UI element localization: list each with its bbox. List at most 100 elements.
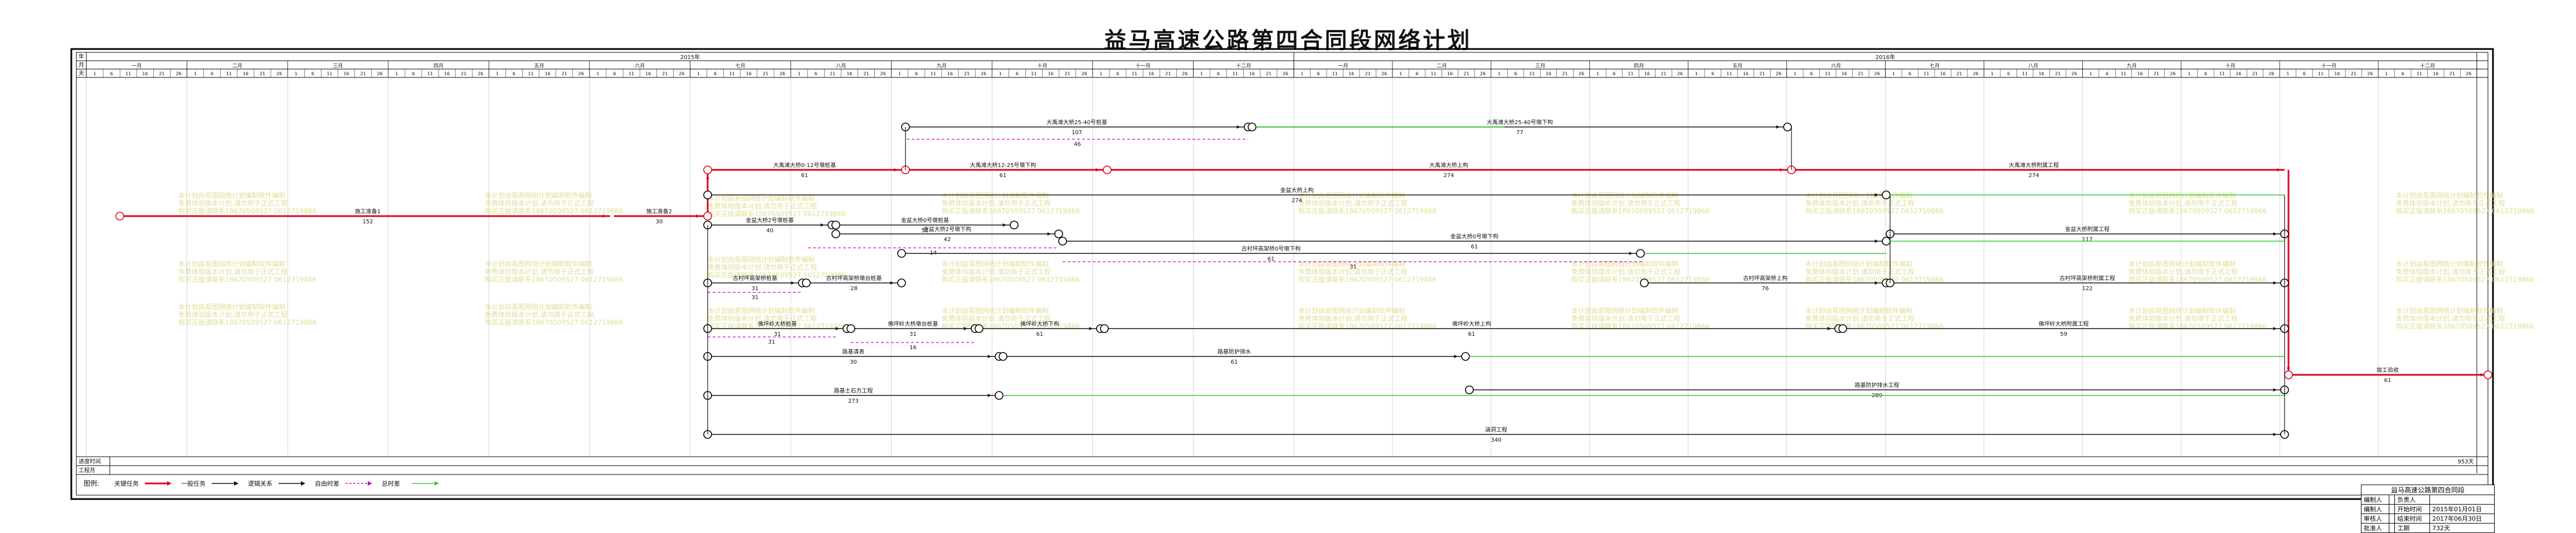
day-label: 26 (1182, 71, 1187, 76)
day-label: 16 (746, 71, 752, 76)
month-label: 八月 (2028, 63, 2038, 69)
day-label: 26 (478, 71, 483, 76)
event-node (703, 190, 712, 199)
month-label: 十月 (1038, 62, 1048, 69)
watermark-text: 免费体验版本计划,请勿用于正式工程 (485, 267, 594, 276)
event-node (995, 391, 1004, 400)
legend-item-label: 逻辑关系 (248, 480, 272, 487)
watermark-text: 购买正版请联系18670509527 0612719866 (2396, 275, 2534, 283)
activity-duration: 31 (752, 286, 759, 292)
activity-name: 古村坪高架桥0号墩下构 (1241, 245, 1301, 252)
event-node (975, 324, 983, 333)
day-label: 11 (1332, 71, 1338, 76)
watermark-text: 购买正版请联系18670509527 0612719866 (942, 275, 1080, 283)
legend-arrow (167, 481, 172, 486)
day-label: 21 (1165, 71, 1171, 76)
event-node (2284, 370, 2293, 379)
tb-val: 732天 (2429, 523, 2495, 533)
arrow-head (1874, 193, 1878, 197)
day-label: 11 (729, 71, 735, 76)
tb-key: 负责人 (2394, 495, 2431, 505)
watermark-text: 本计划由易图网络计划编制软件编制 (178, 302, 285, 311)
end-day: 953天 (2457, 459, 2473, 465)
month-label: 九月 (2127, 63, 2137, 69)
legend-arrow (435, 481, 439, 486)
day-label: 6 (2106, 71, 2108, 76)
day-label: 6 (2303, 71, 2306, 76)
day-label: 26 (679, 71, 684, 76)
watermark-text: 购买正版请联系18670509527 0612719866 (2396, 207, 2534, 215)
free-float-value: 31 (768, 339, 776, 345)
day-label: 1 (898, 71, 901, 76)
watermark-text: 购买正版请联系18670509527 0612719866 (178, 207, 316, 215)
watermark-text: 本计划由易图网络计划编制软件编制 (708, 306, 815, 315)
legend-arrow (368, 481, 372, 486)
month-label: 一月 (132, 63, 142, 69)
activity-name: 古村坪高架桥墩台桩基 (826, 275, 882, 282)
watermark-text: 购买正版请联系18670509527 0612719866 (485, 318, 623, 326)
month-label: 六月 (1831, 62, 1841, 69)
activity-name: 佛坪岭大桥桩基 (758, 320, 797, 327)
year-label: 2016年 (1876, 53, 1895, 61)
day-label: 11 (629, 71, 634, 76)
day-label: 1 (1596, 71, 1599, 76)
event-node (846, 324, 855, 333)
day-label: 1 (1200, 71, 1203, 76)
month-label: 一月 (1338, 63, 1348, 69)
free-float-value: 16 (909, 345, 917, 351)
month-label: 七月 (736, 63, 746, 69)
day-label: 11 (1628, 71, 1633, 76)
month-label: 五月 (1732, 63, 1742, 69)
day-label: 1 (798, 71, 801, 76)
arrow-head (894, 168, 898, 172)
day-label: 16 (1743, 71, 1749, 76)
event-node (1882, 237, 1891, 246)
day-label: 21 (964, 71, 970, 76)
day-label: 1 (1099, 71, 1102, 76)
arrow-head (2273, 281, 2277, 285)
activity-duration: 52 (922, 228, 929, 234)
day-label: 26 (2466, 71, 2471, 76)
day-label: 1 (194, 71, 197, 76)
watermark-text: 本计划由易图网络计划编制软件编制 (708, 194, 815, 202)
day-label: 16 (1348, 71, 1354, 76)
event-node (802, 278, 811, 287)
watermark-text: 购买正版请联系18670509527 0612719866 (1571, 322, 1710, 330)
activity-duration: 30 (656, 219, 663, 225)
day-label: 16 (1148, 71, 1154, 76)
activity-name: 路基防护排水工程 (1855, 382, 1900, 389)
day-label: 21 (1065, 71, 1070, 76)
day-label: 6 (513, 71, 515, 76)
header-row-label: 年 (79, 53, 84, 60)
day-label: 1 (1991, 71, 1994, 76)
day-label: 11 (528, 71, 533, 76)
activity-name: 佛坪岭大桥墩台桩基 (888, 320, 938, 327)
tb-key: 工期 (2394, 523, 2431, 533)
month-label: 九月 (937, 63, 947, 69)
watermark-text: 免费体验版本计划,请勿用于正式工程 (178, 267, 288, 276)
activity-name: 施工准备1 (355, 208, 381, 215)
day-label: 21 (1858, 71, 1863, 76)
activity-duration: 76 (1762, 286, 1769, 292)
activity-duration: 42 (944, 237, 951, 243)
arrow-head (1047, 232, 1051, 236)
activity-duration: 61 (801, 173, 809, 179)
day-label: 6 (1016, 71, 1019, 76)
arrow-head (1002, 223, 1006, 227)
day-label: 1 (697, 71, 700, 76)
watermark-text: 购买正版请联系18670509527 0612719866 (2129, 322, 2267, 330)
day-label: 11 (125, 71, 131, 76)
watermark-text: 免费体验版本计划,请勿用于正式工程 (942, 199, 1051, 207)
event-node (703, 165, 712, 174)
tb-val: 2015年01月01日 (2429, 504, 2495, 514)
day-label: 1 (1399, 71, 1402, 76)
free-float-value: 31 (752, 295, 759, 301)
day-label: 1 (94, 71, 96, 76)
activity-duration: 31 (909, 331, 917, 338)
day-label: 1 (1794, 71, 1796, 76)
day-label: 6 (211, 71, 213, 76)
event-node (115, 212, 124, 221)
watermark-text: 本计划由易图网络计划编制软件编制 (2396, 260, 2503, 268)
month-label: 二月 (232, 63, 242, 69)
watermark-text: 免费体验版本计划,请勿用于正式工程 (178, 199, 288, 207)
